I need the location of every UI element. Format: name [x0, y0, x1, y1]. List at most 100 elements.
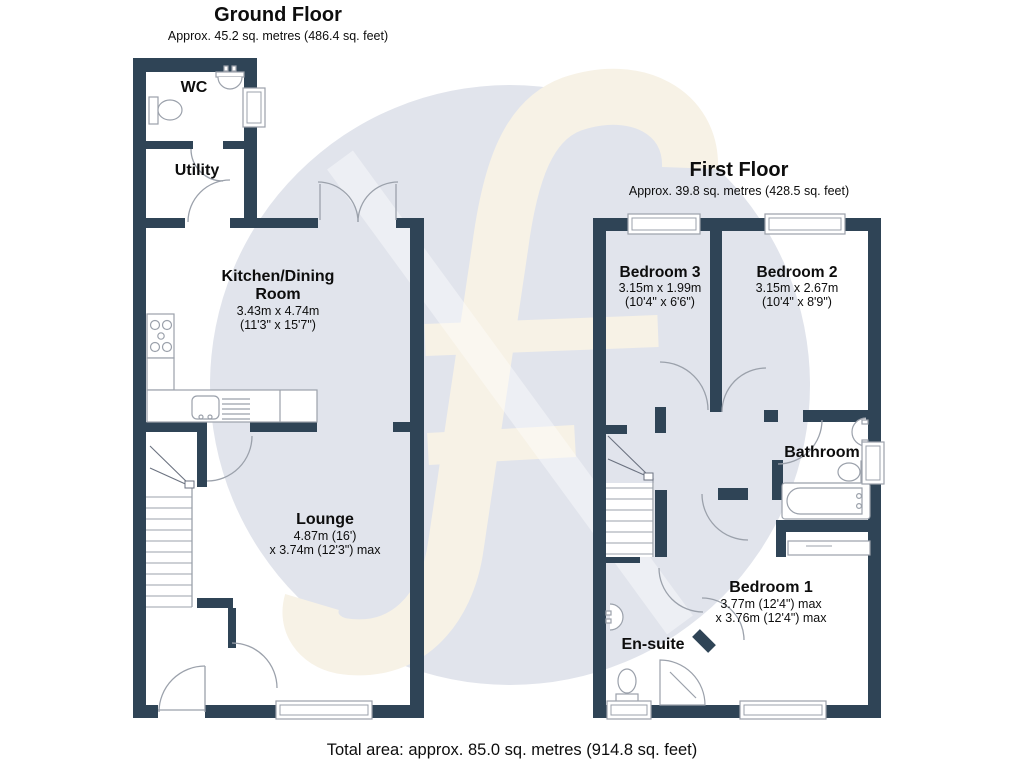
- tap: [207, 414, 213, 420]
- stair-treads: [606, 487, 653, 555]
- kitchen-fixtures: [146, 313, 318, 423]
- bathroom-door-arc: [777, 419, 823, 465]
- wc-sink-base: [215, 71, 245, 78]
- tap: [223, 65, 229, 72]
- wall: [655, 490, 667, 557]
- room-label-bedroom2: Bedroom 2 3.15m x 2.67m (10'4" x 8'9"): [737, 264, 857, 309]
- burner: [149, 319, 161, 331]
- wall: [606, 425, 627, 434]
- first-floor-plan: [593, 213, 885, 720]
- wall: [146, 422, 207, 432]
- bedroom1-window: [739, 700, 827, 720]
- burner: [161, 341, 173, 353]
- lounge-dims-line2: x 3.74m (12'3") max: [269, 542, 381, 557]
- room-label-bedroom3: Bedroom 3 3.15m x 1.99m (10'4" x 6'6"): [600, 264, 720, 309]
- room-label-bathroom: Bathroom: [784, 444, 860, 461]
- wc-toilet-icon: [157, 99, 183, 121]
- bathroom-fixtures: [781, 417, 871, 520]
- wall: [133, 58, 146, 718]
- wall: [803, 410, 868, 422]
- bedroom3-door-arc: [659, 361, 709, 411]
- shower-detail: [669, 671, 697, 699]
- ensuite-sink-icon: [609, 603, 624, 631]
- burner: [161, 319, 173, 331]
- first-floor-subtitle: Approx. 39.8 sq. metres (428.5 sq. feet): [628, 184, 850, 199]
- room-label-kitchen: Kitchen/Dining Room 3.43m x 4.74m (11'3"…: [178, 268, 378, 332]
- tap: [198, 414, 204, 420]
- ground-floor-plan: [133, 58, 424, 720]
- french-door-left-arc: [317, 181, 359, 223]
- wall: [250, 422, 317, 432]
- bedroom2-door-arc: [721, 367, 767, 413]
- wc-fixtures: [148, 65, 245, 125]
- wc-window: [242, 87, 266, 128]
- wall: [710, 231, 722, 412]
- wall: [606, 553, 640, 563]
- lounge-dims-line1: 4.87m (16'): [293, 528, 357, 543]
- room-label-lounge: Lounge 4.87m (16') x 3.74m (12'3") max: [225, 511, 425, 557]
- bedroom3-window: [627, 213, 701, 235]
- bedroom1-landing-door-arc: [701, 493, 749, 541]
- wall: [655, 407, 666, 433]
- lounge-window: [275, 700, 373, 720]
- watermark-letter-crossbar2: [427, 425, 576, 465]
- wall: [228, 608, 236, 648]
- wall: [257, 218, 318, 228]
- watermark-letter-stem: [282, 68, 718, 676]
- bathroom-toilet-icon: [837, 462, 861, 482]
- ensuite-door-arc: [658, 567, 704, 613]
- wall: [230, 218, 257, 228]
- tap: [231, 65, 237, 72]
- first-floor-title: First Floor: [689, 159, 789, 181]
- wall: [133, 58, 257, 72]
- bedroom2-window: [764, 213, 846, 235]
- wall: [764, 410, 778, 422]
- wc-sink-icon: [217, 76, 243, 90]
- stairs-area: [146, 487, 192, 607]
- bedroom3-name: Bedroom 3: [619, 264, 701, 281]
- wall: [197, 598, 233, 608]
- bedroom1-dims-line1: 3.77m (12'4") max: [720, 596, 822, 611]
- bedroom3-dims-metric: 3.15m x 1.99m: [618, 281, 702, 296]
- bath-icon: [786, 487, 863, 515]
- tap: [605, 618, 612, 624]
- ensuite-window: [606, 700, 652, 720]
- bedroom3-dims-imperial: (10'4" x 6'6"): [625, 295, 695, 310]
- wall: [718, 488, 748, 500]
- bathroom-sink-icon: [851, 417, 867, 447]
- wall: [776, 520, 875, 532]
- wall: [223, 141, 244, 149]
- wall-diagonal-stub: [692, 629, 716, 653]
- wall: [197, 432, 207, 487]
- stove-icon: [146, 313, 175, 359]
- kitchen-dims-imperial: (11'3" x 15'7"): [240, 317, 316, 332]
- bedroom1-name: Bedroom 1: [729, 579, 813, 596]
- ensuite-toilet-icon: [617, 668, 637, 694]
- ground-floor-windows: [242, 87, 373, 720]
- ensuite-fixtures: [605, 603, 706, 706]
- ground-floor-title: Ground Floor: [214, 4, 342, 26]
- wall: [393, 422, 410, 432]
- kitchen-sink-icon: [191, 395, 220, 420]
- first-floor-doors: [658, 361, 823, 641]
- bathroom-window: [861, 441, 885, 485]
- bedroom1-dims-line2: x 3.76m (12'4") max: [715, 610, 827, 625]
- counter-bottom: [146, 389, 318, 423]
- front-door-arc: [158, 665, 206, 713]
- bath-tap: [855, 493, 862, 500]
- wall: [410, 218, 424, 718]
- wall: [244, 58, 257, 228]
- wall: [776, 532, 786, 557]
- french-door-right-arc: [357, 181, 399, 223]
- wall: [133, 705, 158, 718]
- ensuite-shower-icon: [659, 659, 706, 706]
- bath-outer: [781, 482, 871, 520]
- bedroom2-dims-imperial: (10'4" x 8'9"): [762, 295, 832, 310]
- bedroom2-dims-metric: 3.15m x 2.67m: [755, 281, 839, 296]
- ground-floor-subtitle: Approx. 45.2 sq. metres (486.4 sq. feet): [167, 29, 389, 44]
- wall: [593, 218, 606, 718]
- watermark-letter-crossbar1: [424, 315, 659, 356]
- first-floor-header: First Floor Approx. 39.8 sq. metres (428…: [589, 159, 889, 198]
